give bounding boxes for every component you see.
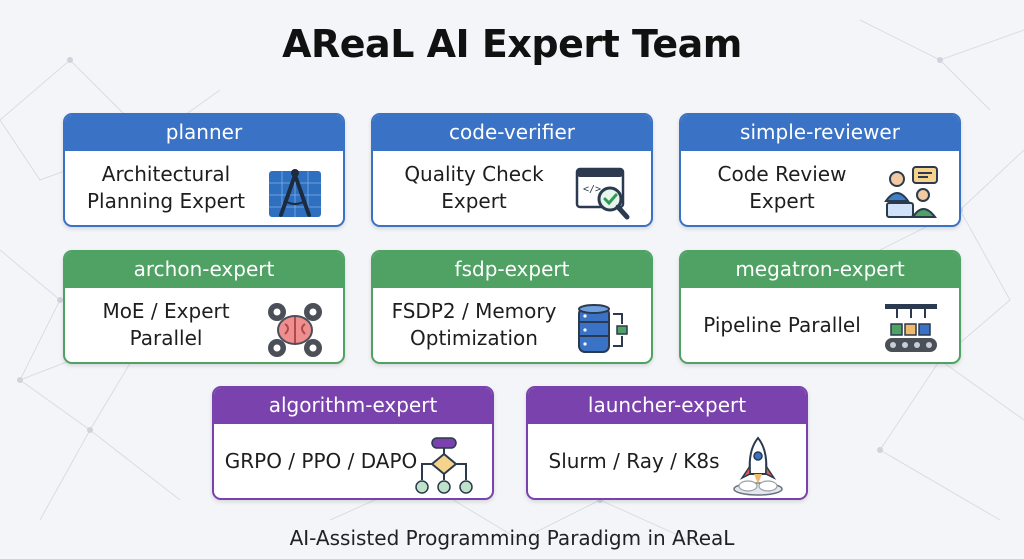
description-line: FSDP2 / Memory (391, 299, 557, 323)
brain-gears-icon (268, 303, 322, 357)
card-archon-expert: archon-expert MoE / Expert Parallel (63, 250, 345, 364)
description-line: Parallel (129, 326, 203, 350)
card-megatron-expert: megatron-expert Pipeline Parallel (679, 250, 961, 364)
card-code-verifier: code-verifier Quality Check Expert </> (371, 113, 653, 227)
card-name: launcher-expert (528, 388, 806, 424)
card-algorithm-expert: algorithm-expert GRPO / PPO / DAPO (212, 386, 494, 500)
database-stack-icon (578, 304, 628, 353)
card-description: Pipeline Parallel (687, 288, 877, 362)
card-name: archon-expert (65, 252, 343, 288)
description-line: Planning Expert (86, 189, 246, 213)
card-planner: planner Architectural Planning Expert (63, 113, 345, 227)
description-line: GRPO / PPO / DAPO (224, 448, 418, 473)
conveyor-belt-icon (885, 304, 937, 352)
description-line: Architectural (101, 162, 231, 186)
description-line: Code Review (717, 162, 847, 186)
card-name: planner (65, 115, 343, 151)
page-title: AReaL AI Expert Team (282, 22, 742, 66)
description-line: Expert (749, 189, 815, 213)
blueprint-compass-icon (269, 169, 321, 217)
footer-caption: AI-Assisted Programming Paradigm in ARea… (289, 526, 735, 550)
card-name: code-verifier (373, 115, 651, 151)
card-description: Code Review Expert (687, 151, 877, 225)
flowchart-icon (415, 437, 473, 494)
description-line: Pipeline Parallel (703, 312, 861, 337)
svg-text:</>: </> (583, 184, 601, 195)
card-description: FSDP2 / Memory Optimization (379, 288, 569, 362)
card-description: GRPO / PPO / DAPO (216, 424, 426, 498)
card-description: Slurm / Ray / K8s (534, 424, 734, 498)
description-line: Optimization (410, 326, 538, 350)
description-line: MoE / Expert (102, 299, 230, 323)
card-name: simple-reviewer (681, 115, 959, 151)
people-review-chat-icon (884, 166, 938, 218)
code-magnifier-check-icon: </> (575, 167, 630, 220)
card-description: MoE / Expert Parallel (71, 288, 261, 362)
rocket-icon (733, 436, 783, 496)
card-fsdp-expert: fsdp-expert FSDP2 / Memory Optimization (371, 250, 653, 364)
card-name: megatron-expert (681, 252, 959, 288)
card-simple-reviewer: simple-reviewer Code Review Expert (679, 113, 961, 227)
card-description: Quality Check Expert (379, 151, 569, 225)
description-line: Quality Check (404, 162, 544, 186)
card-name: algorithm-expert (214, 388, 492, 424)
card-launcher-expert: launcher-expert Slurm / Ray / K8s (526, 386, 808, 500)
card-description: Architectural Planning Expert (71, 151, 261, 225)
description-line: Expert (441, 189, 507, 213)
card-name: fsdp-expert (373, 252, 651, 288)
description-line: Slurm / Ray / K8s (548, 448, 720, 473)
